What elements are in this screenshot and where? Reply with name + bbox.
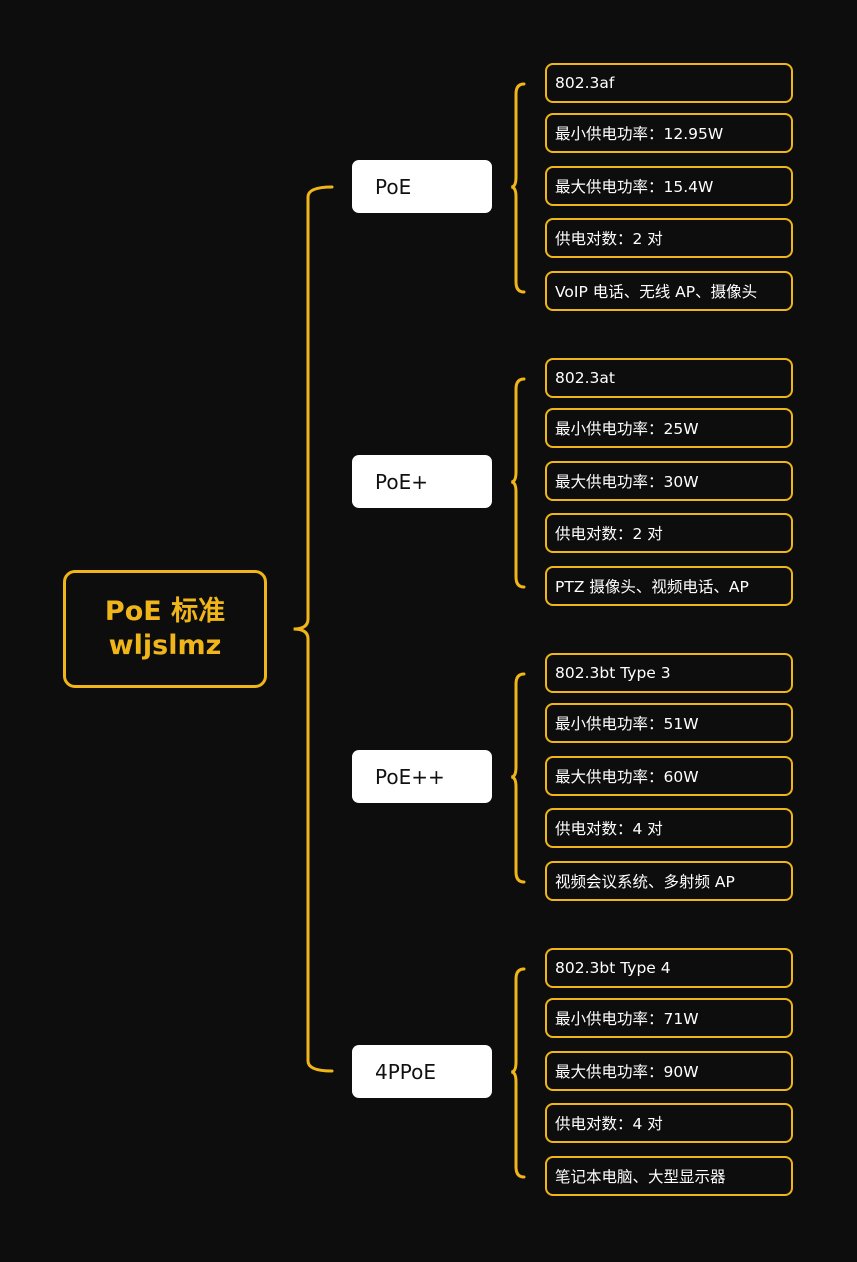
leaf-devices[interactable]: 视频会议系统、多射频 AP: [545, 861, 793, 901]
leaf-devices[interactable]: 笔记本电脑、大型显示器: [545, 1156, 793, 1196]
root-title: PoE 标准: [104, 596, 226, 627]
leaf-max-power[interactable]: 最大供电功率：90W: [545, 1051, 793, 1091]
leaf-standard[interactable]: 802.3bt Type 4: [545, 948, 793, 988]
root-subtitle: wljslmz: [108, 630, 222, 661]
leaf-min-power[interactable]: 最小供电功率：51W: [545, 703, 793, 743]
leaf-pairs[interactable]: 供电对数：4 对: [545, 808, 793, 848]
group-brace-2: [511, 672, 526, 884]
group-brace-1: [511, 377, 526, 589]
leaf-pairs[interactable]: 供电对数：2 对: [545, 513, 793, 553]
node-label: PoE: [375, 174, 412, 199]
node-label: PoE+: [375, 469, 428, 494]
leaf-pairs[interactable]: 供电对数：4 对: [545, 1103, 793, 1143]
root-node[interactable]: PoE 标准 wljslmz: [63, 570, 267, 688]
leaf-max-power[interactable]: 最大供电功率：60W: [545, 756, 793, 796]
leaf-standard[interactable]: 802.3at: [545, 358, 793, 398]
leaf-devices[interactable]: PTZ 摄像头、视频电话、AP: [545, 566, 793, 606]
leaf-standard[interactable]: 802.3bt Type 3: [545, 653, 793, 693]
leaf-min-power[interactable]: 最小供电功率：12.95W: [545, 113, 793, 153]
leaf-max-power[interactable]: 最大供电功率：30W: [545, 461, 793, 501]
main-brace: [293, 185, 334, 1073]
leaf-devices[interactable]: VoIP 电话、无线 AP、摄像头: [545, 271, 793, 311]
leaf-max-power[interactable]: 最大供电功率：15.4W: [545, 166, 793, 206]
leaf-min-power[interactable]: 最小供电功率：25W: [545, 408, 793, 448]
node-poe-plus[interactable]: PoE+: [352, 455, 492, 508]
node-poe[interactable]: PoE: [352, 160, 492, 213]
leaf-standard[interactable]: 802.3af: [545, 63, 793, 103]
node-4ppoe[interactable]: 4PPoE: [352, 1045, 492, 1098]
leaf-min-power[interactable]: 最小供电功率：71W: [545, 998, 793, 1038]
node-label: 4PPoE: [375, 1059, 437, 1084]
group-brace-3: [511, 967, 526, 1179]
leaf-pairs[interactable]: 供电对数：2 对: [545, 218, 793, 258]
node-poe-plus-plus[interactable]: PoE++: [352, 750, 492, 803]
group-brace-0: [511, 82, 526, 294]
node-label: PoE++: [375, 764, 445, 789]
